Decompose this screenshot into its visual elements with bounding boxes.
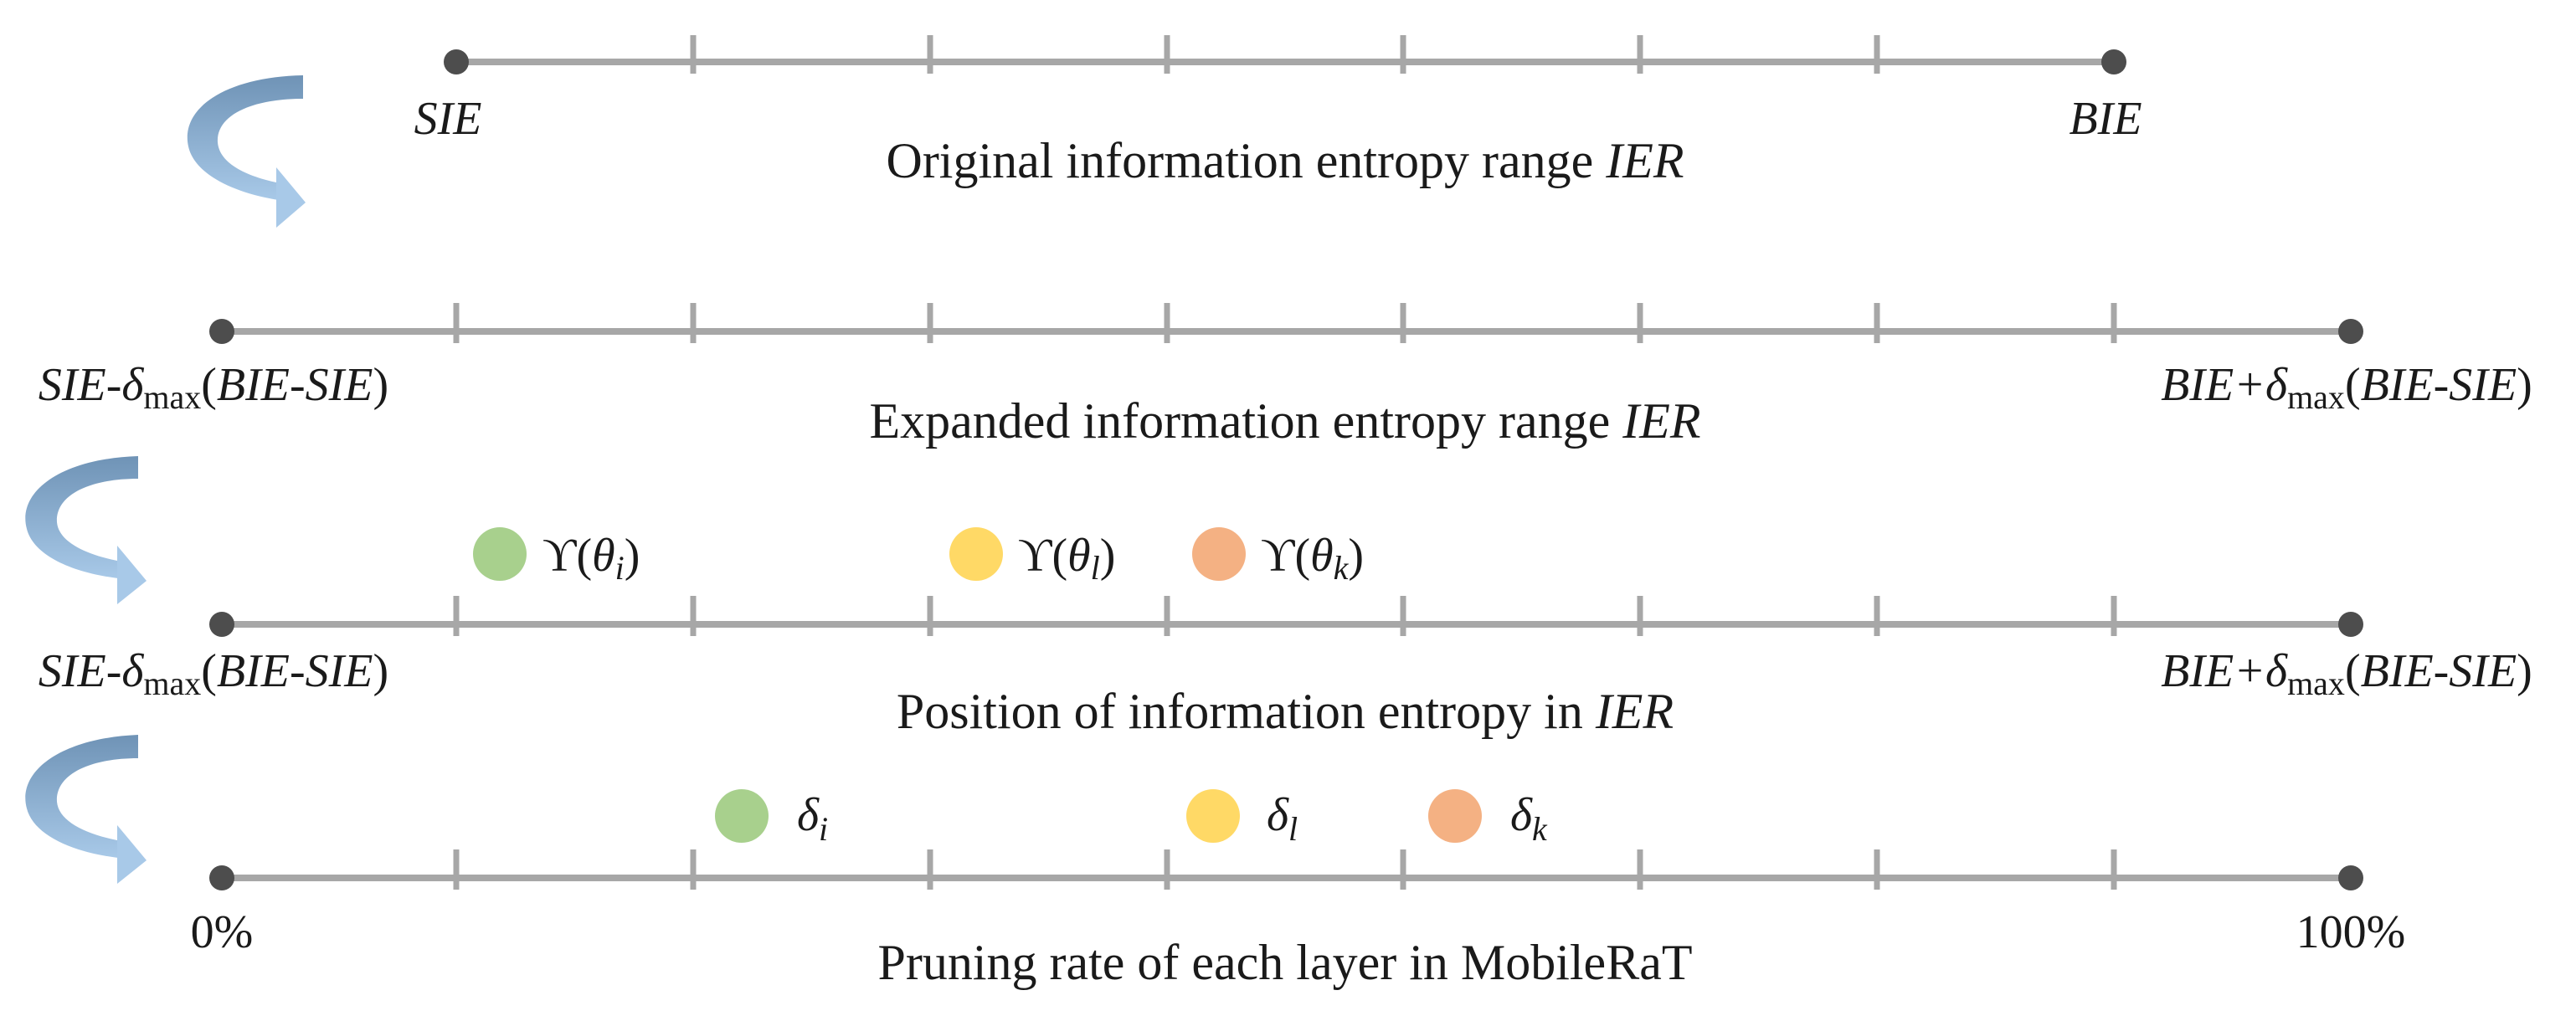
left-label: SIE-δmax(BIE-SIE)	[39, 359, 388, 416]
marker-label: δk	[1510, 789, 1548, 848]
marker-dot-yellow	[1186, 789, 1240, 843]
marker-label: δl	[1267, 789, 1298, 848]
endpoint-left	[209, 865, 234, 890]
endpoint-left	[209, 319, 234, 344]
marker-label: ϒ(θl)	[1018, 530, 1115, 587]
transition-arrow-icon	[25, 456, 147, 604]
axis-ticks	[453, 596, 2117, 636]
right-label: 100%	[2296, 906, 2406, 958]
endpoint-left	[209, 612, 234, 637]
marker-dot-orange	[1192, 527, 1246, 581]
row-caption: Expanded information entropy range IER	[870, 393, 1701, 449]
right-label: BIE	[2069, 93, 2142, 145]
marker-label: ϒ(θi)	[542, 530, 640, 587]
marker-dot-green	[473, 527, 527, 581]
transition-arrow-icon	[187, 75, 306, 228]
row-caption: Pruning rate of each layer in MobileRaT	[877, 935, 1692, 990]
row-caption: Original information entropy range IER	[886, 133, 1684, 188]
row-entropy-position: ϒ(θi) ϒ(θl) ϒ(θk) SIE-δmax(BIE-SIE) BIE+…	[39, 527, 2532, 739]
left-label: SIE-δmax(BIE-SIE)	[39, 645, 388, 702]
endpoint-right	[2338, 865, 2363, 890]
row-expanded-range: SIE-δmax(BIE-SIE) BIE+δmax(BIE-SIE) Expa…	[39, 303, 2532, 449]
marker-dot-yellow	[949, 527, 1003, 581]
transition-arrow-icon	[25, 735, 147, 884]
row-pruning-rate: δi δl δk 0% 100% Pruning rate of each la…	[191, 789, 2406, 990]
row-caption: Position of information entropy in IER	[897, 684, 1674, 739]
right-label: BIE+δmax(BIE-SIE)	[2161, 645, 2532, 702]
endpoint-right	[2338, 319, 2363, 344]
marker-dot-orange	[1428, 789, 1482, 843]
left-label: SIE	[414, 93, 482, 145]
axis-ticks	[453, 849, 2117, 890]
axis-ticks	[453, 303, 2117, 343]
endpoint-right	[2338, 612, 2363, 637]
endpoint-left	[444, 49, 469, 74]
left-label: 0%	[191, 906, 254, 958]
row-original-range: SIE BIE Original information entropy ran…	[414, 35, 2142, 188]
right-label: BIE+δmax(BIE-SIE)	[2161, 359, 2532, 416]
marker-label: ϒ(θk)	[1261, 530, 1364, 587]
axis-ticks	[690, 35, 1880, 74]
endpoint-right	[2101, 49, 2126, 74]
marker-label: δi	[797, 789, 828, 848]
marker-dot-green	[715, 789, 769, 843]
